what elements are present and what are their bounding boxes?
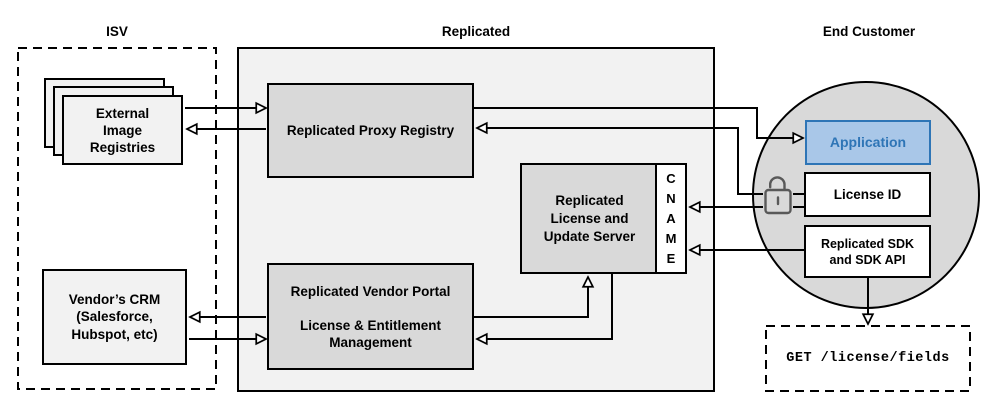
proxy-registry-box: Replicated Proxy Registry — [267, 83, 474, 178]
vendor-portal-box: Replicated Vendor Portal License & Entit… — [267, 263, 474, 370]
isv-section-label: ISV — [106, 24, 128, 39]
external-image-registries-box: External Image Registries — [62, 95, 183, 165]
cname-strip: C N A M E — [655, 163, 687, 274]
application-box: Application — [805, 120, 931, 165]
vendors-crm-box: Vendor’s CRM (Salesforce, Hubspot, etc) — [42, 269, 187, 365]
license-id-box: License ID — [804, 172, 931, 217]
replicated-section-label: Replicated — [441, 24, 511, 39]
get-license-fields-box: GET /license/fields — [786, 351, 950, 366]
license-update-server-box: Replicated License and Update Server — [520, 163, 659, 274]
replicated-sdk-box: Replicated SDK and SDK API — [804, 225, 931, 278]
end-customer-section-label: End Customer — [822, 24, 916, 39]
